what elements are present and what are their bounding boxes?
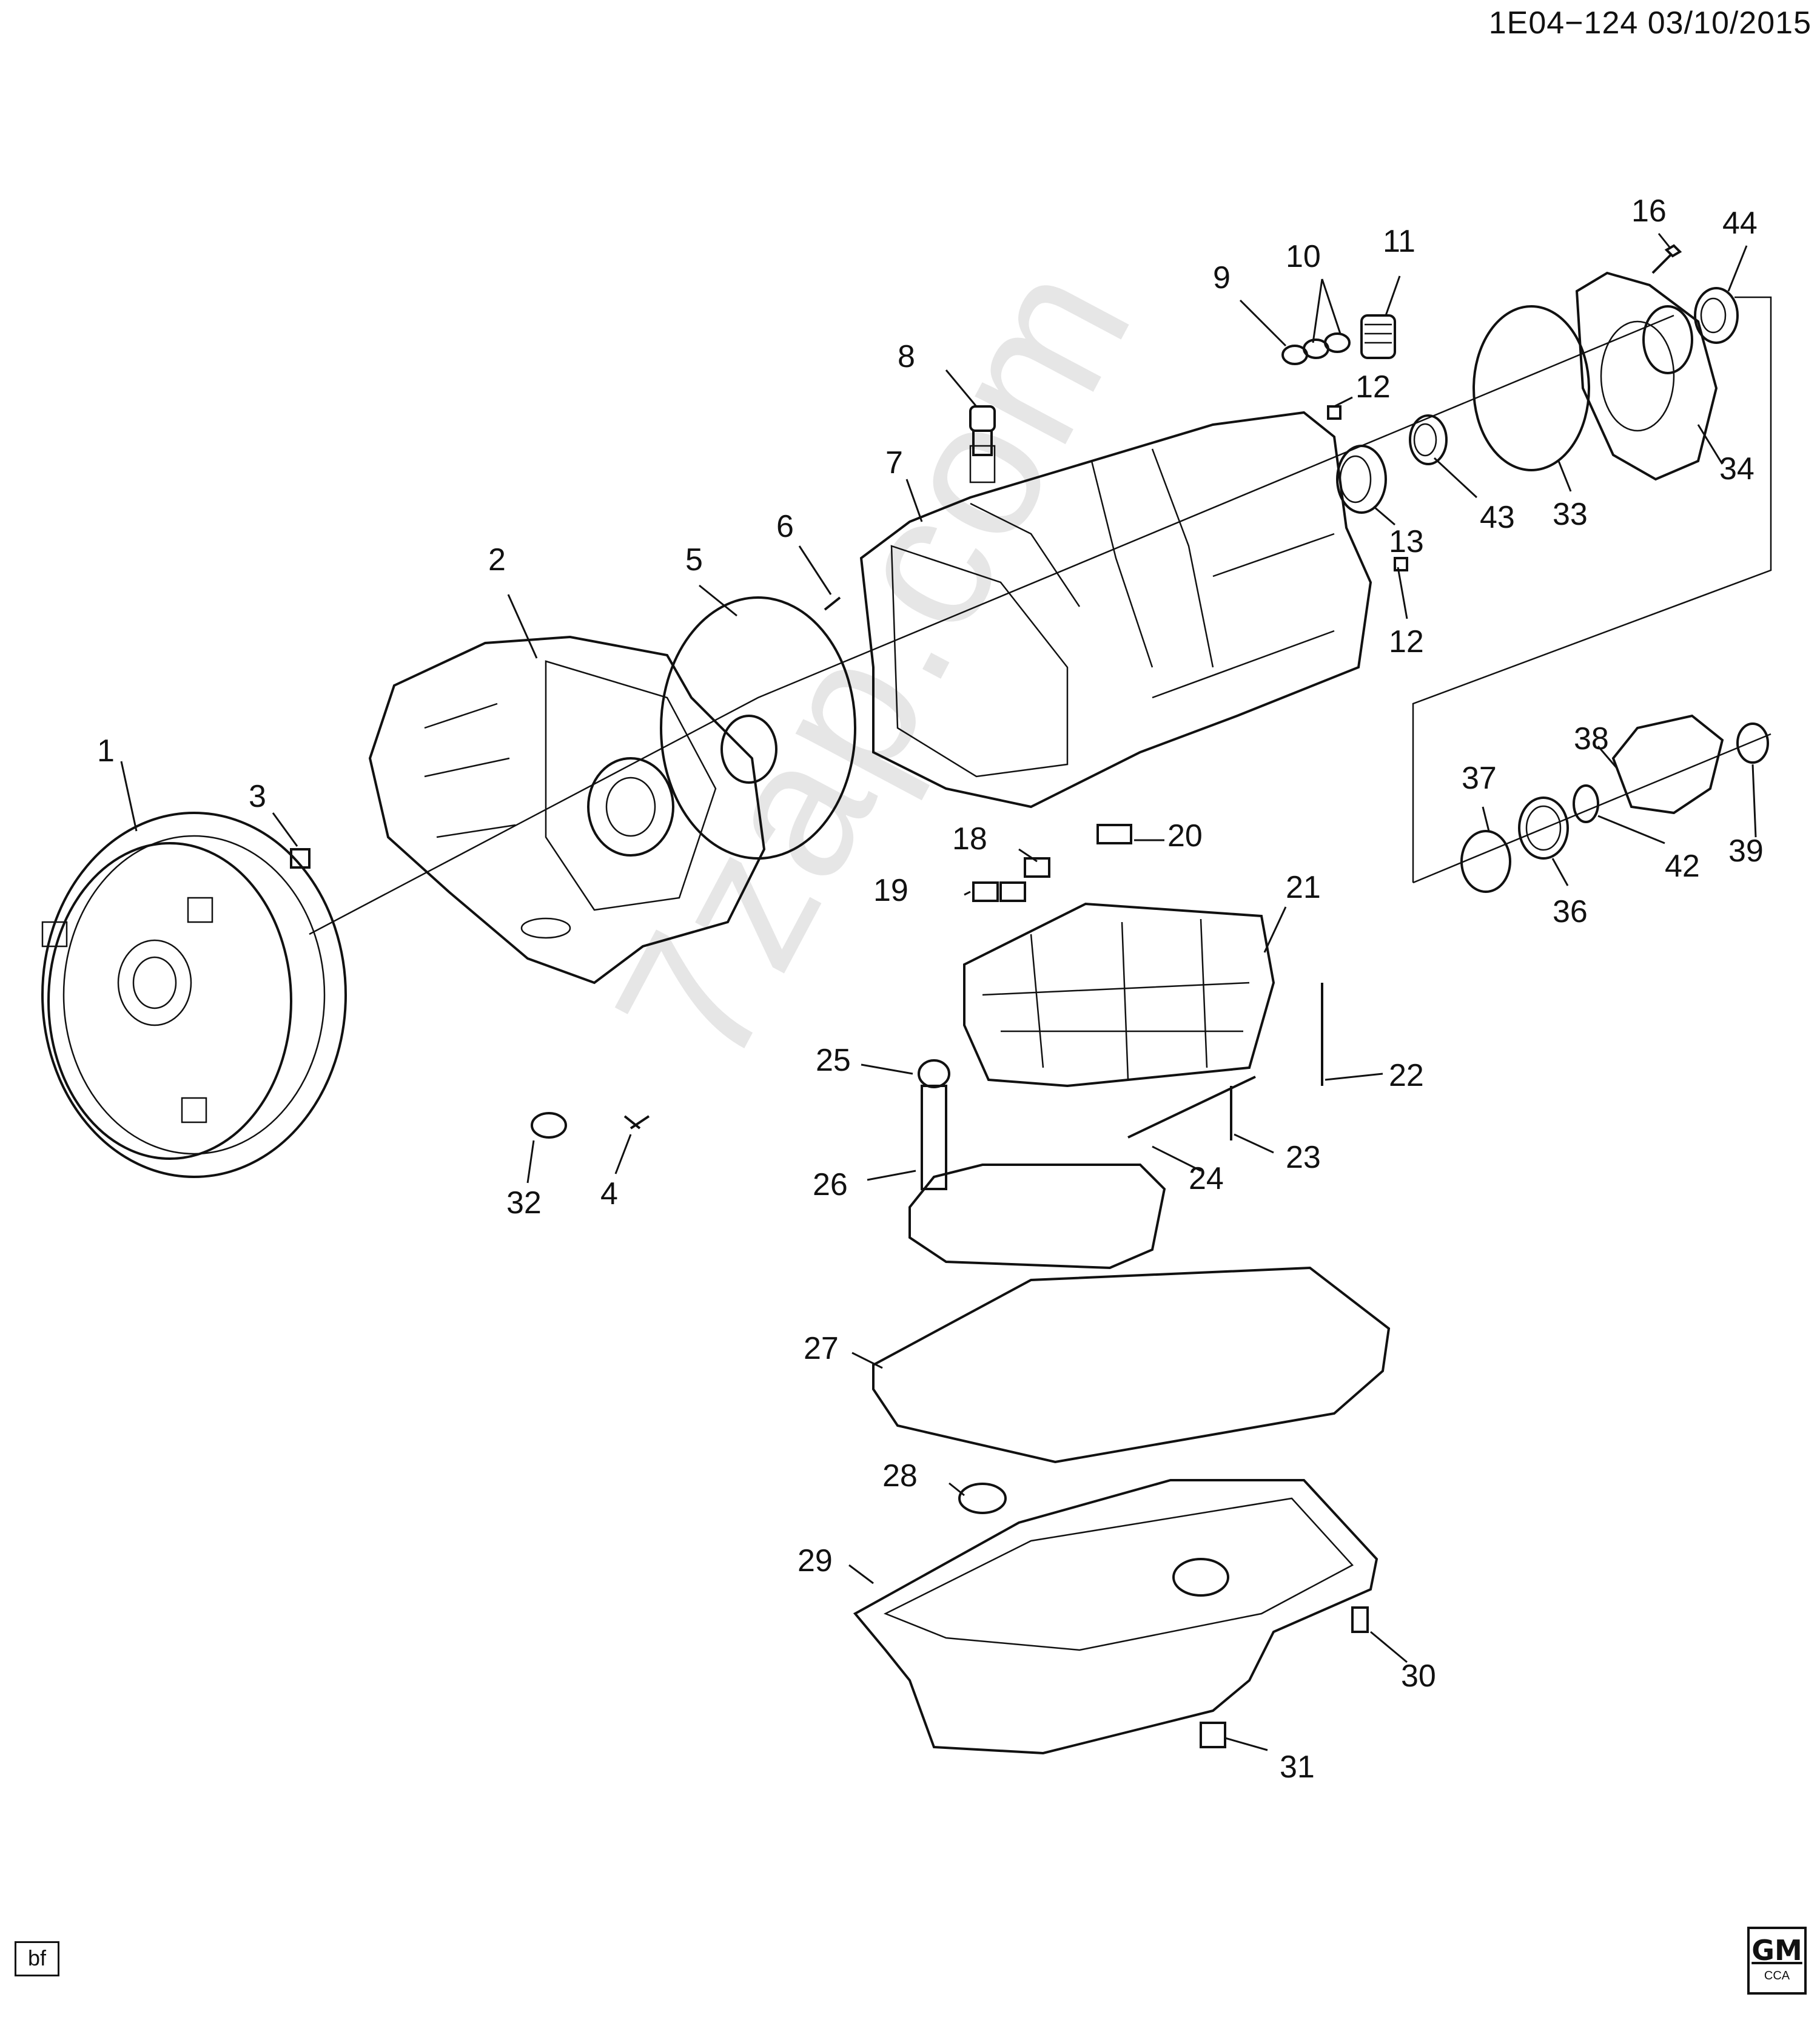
part-seal-44 [1694,287,1739,344]
callout-20: 20 [1167,818,1203,854]
leader-lines [120,233,1772,1751]
callout-10: 10 [1286,239,1321,274]
part-oil-pan [853,1479,1378,1755]
part-bushing-43 [1409,414,1448,465]
callout-22: 22 [1389,1058,1424,1093]
part-filter [908,1059,1166,1270]
part-group-36-42 [1460,714,1769,893]
callout-5: 5 [685,542,703,578]
gm-logo-text: GM [1751,1934,1802,1967]
part-extension-housing [1575,271,1718,481]
callout-29: 29 [798,1543,833,1578]
callout-36: 36 [1553,894,1588,929]
callout-24: 24 [1189,1161,1224,1196]
part-seal-28 [958,1483,1007,1514]
callout-30: 30 [1401,1659,1436,1694]
callout-19: 19 [873,873,908,908]
callout-4: 4 [600,1176,618,1211]
callout-18: 18 [952,821,987,857]
callout-43: 43 [1480,500,1515,535]
gm-logo: GM CCA [1747,1927,1807,1995]
part-seal-13 [1336,445,1387,514]
callout-23: 23 [1286,1140,1321,1175]
part-converter-housing [368,635,777,985]
callout-39: 39 [1728,834,1764,869]
callout-9: 9 [1213,260,1231,295]
callout-1: 1 [97,733,115,769]
diagram-code-date: 1E04−124 03/10/2015 [1488,5,1812,41]
callout-8: 8 [898,339,915,374]
callout-37: 37 [1462,761,1497,796]
callout-26: 26 [813,1167,848,1202]
callout-34: 34 [1719,451,1755,487]
part-oring-33 [1472,305,1590,471]
callout-28: 28 [882,1458,918,1494]
part-pan-gasket [872,1266,1391,1464]
part-seal-ring [660,596,856,860]
part-transmission-case [859,411,1372,809]
part-small-fasteners [290,405,1408,1748]
callout-3: 3 [249,779,266,814]
callout-7: 7 [885,445,903,480]
callout-12-lower: 12 [1389,624,1424,659]
part-connector-11 [1360,314,1396,359]
callout-31: 31 [1280,1750,1315,1785]
callout-16: 16 [1631,194,1667,229]
callout-12-upper: 12 [1355,369,1391,405]
callout-27: 27 [804,1331,839,1366]
callout-6: 6 [776,509,794,544]
callout-33: 33 [1553,497,1588,532]
callout-44: 44 [1722,206,1758,241]
callout-32: 32 [506,1185,542,1221]
callout-11: 11 [1383,224,1415,259]
callout-38: 38 [1574,721,1609,756]
part-valve-body [963,902,1275,1088]
callout-21: 21 [1286,870,1321,905]
callout-2: 2 [488,542,506,578]
callout-42: 42 [1665,849,1700,884]
callout-labels: 1 2 3 4 5 6 7 8 9 10 11 12 12 13 16 18 1… [97,194,1764,1785]
part-torque-converter [41,812,347,1178]
part-plug-8 [969,405,996,456]
part-seals-9-10 [1281,332,1351,365]
gm-logo-sub: CCA [1764,1969,1790,1982]
footer-bf-label: bf [15,1941,59,1976]
part-bolt-16 [1651,244,1682,274]
callout-13: 13 [1389,524,1424,559]
callout-25: 25 [816,1043,851,1078]
